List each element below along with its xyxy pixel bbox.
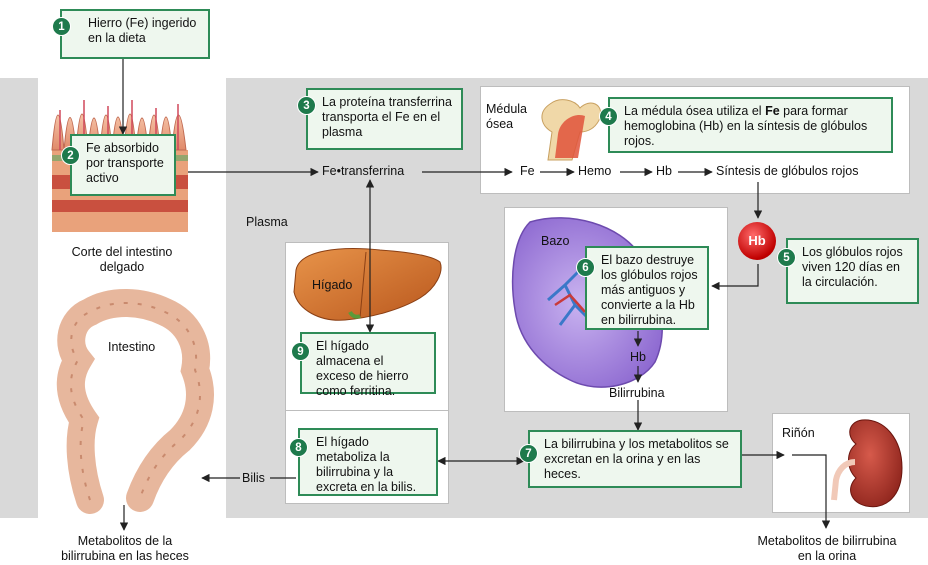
step-6-text: El bazo destruye los glóbulos rojos más …: [601, 253, 698, 327]
step-5-badge: 5: [777, 248, 796, 267]
urine-metabolites-label: Metabolitos de bilirrubina en la orina: [752, 534, 902, 564]
bone-marrow-label: Médula ósea: [486, 102, 540, 132]
step-4-text-bold: Fe: [765, 104, 780, 118]
step-2-badge: 2: [61, 146, 80, 165]
step-5-text: Los glóbulos rojos viven 120 días en la …: [802, 245, 903, 289]
step-9-badge: 9: [291, 342, 310, 361]
rbc-synthesis-label: Síntesis de glóbulos rojos: [716, 164, 858, 179]
fe-label: Fe: [520, 164, 535, 179]
step-8-badge: 8: [289, 438, 308, 457]
step-6-note: 6 El bazo destruye los glóbulos rojos má…: [585, 246, 709, 330]
plasma-label: Plasma: [246, 215, 288, 230]
step-9-text: El hígado almacena el exceso de hierro c…: [316, 339, 408, 398]
heme-label: Hemo: [578, 164, 611, 179]
step-4-text-pre: La médula ósea utiliza el: [624, 104, 765, 118]
hb-label: Hb: [656, 164, 672, 179]
step-6-badge: 6: [576, 258, 595, 277]
bilirubin-label: Bilirrubina: [609, 386, 665, 401]
large-intestine-illustration: [71, 303, 200, 500]
step-3-note: 3 La proteína transferrina transporta el…: [306, 88, 463, 150]
step-3-badge: 3: [297, 96, 316, 115]
step-8-text: El hígado metaboliza la bilirrubina y la…: [316, 435, 416, 494]
feces-metabolites-label: Metabolitos de la bilirrubina en las hec…: [50, 534, 200, 564]
step-1-badge: 1: [52, 17, 71, 36]
step-7-note: 7 La bilirrubina y los metabolitos se ex…: [528, 430, 742, 488]
step-5-note: 5 Los glóbulos rojos viven 120 días en l…: [786, 238, 919, 304]
spleen-label: Bazo: [541, 234, 570, 249]
liver-label: Hígado: [312, 278, 352, 293]
step-1-note: 1 Hierro (Fe) ingerido en la dieta: [60, 9, 210, 59]
hb-spleen-label: Hb: [630, 350, 646, 365]
step-7-text: La bilirrubina y los metabolitos se excr…: [544, 437, 729, 481]
bone-illustration: [542, 100, 601, 160]
kidney-illustration: [834, 420, 902, 507]
intestine-label: Intestino: [108, 340, 155, 355]
step-2-note: 2 Fe absorbido por transporte activo: [70, 134, 176, 196]
intestine-section-label: Corte del intestino delgado: [60, 245, 184, 275]
step-4-note: 4 La médula ósea utiliza el Fe para form…: [608, 97, 893, 153]
step-7-badge: 7: [519, 444, 538, 463]
step-4-badge: 4: [599, 107, 618, 126]
step-2-text: Fe absorbido por transporte activo: [86, 141, 164, 185]
fe-transferrin-label: Fe•transferrina: [322, 164, 404, 179]
red-blood-cell-icon: Hb: [738, 222, 776, 260]
step-8-note: 8 El hígado metaboliza la bilirrubina y …: [298, 428, 438, 496]
step-3-text: La proteína transferrina transporta el F…: [322, 95, 452, 139]
step-9-note: 9 El hígado almacena el exceso de hierro…: [300, 332, 436, 394]
arrow-kidney-urine: [792, 455, 826, 528]
step-1-text: Hierro (Fe) ingerido en la dieta: [88, 16, 196, 45]
kidney-label: Riñón: [782, 426, 815, 441]
arrow-rbc-spleen: [712, 264, 758, 286]
bile-label: Bilis: [242, 471, 265, 486]
